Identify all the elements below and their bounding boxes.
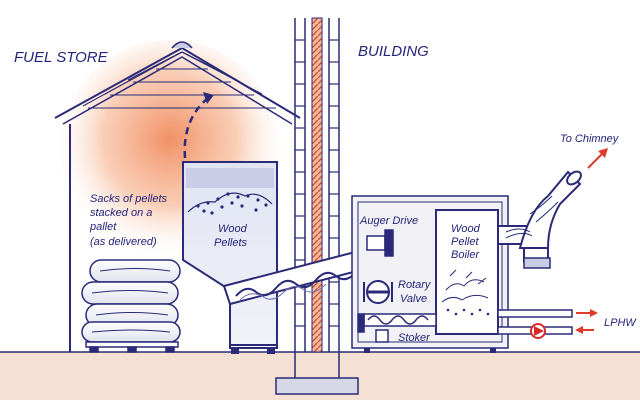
sack-creases [91, 268, 171, 333]
stoker-screw [357, 313, 437, 333]
wall-foundation [275, 352, 359, 395]
roof-shingles [88, 68, 276, 109]
auger-drive-motor [366, 229, 394, 257]
boiler-inner [357, 201, 503, 343]
pellet-sacks [81, 259, 181, 343]
hopper-label-2: Pellets [214, 237, 248, 249]
sacks-label-1: Sacks of pellets [90, 193, 168, 205]
rotary-valve-label-2: Valve [400, 293, 427, 305]
chimney-arrow-line [587, 151, 605, 169]
auger-screw-shade [239, 283, 327, 301]
boiler-flames [441, 269, 489, 303]
housing-legs [364, 348, 496, 353]
chimney-label: To Chimney [560, 133, 620, 145]
flue [497, 170, 582, 263]
pellet-dots [196, 192, 268, 215]
wall-rungs [295, 39, 339, 327]
sacks-label-3: pallet [89, 221, 117, 233]
building-label: BUILDING [358, 43, 429, 60]
flue-gas-lines [505, 195, 559, 239]
sacks-label-4: (as delivered) [90, 236, 157, 248]
fill-path-arrowhead [203, 92, 214, 104]
auger-drive-label: Auger Drive [359, 215, 418, 227]
lphw-arrowhead-out [590, 309, 598, 317]
stoker-box [375, 329, 389, 343]
rotary-valve [363, 280, 393, 304]
boiler-pellets [446, 308, 490, 316]
fill-path-arrow [183, 97, 209, 159]
hopper-shading [186, 168, 274, 188]
pump-triangle [534, 326, 544, 336]
fuel-store-label: FUEL STORE [14, 49, 109, 66]
lphw-label: LPHW [604, 317, 637, 329]
rotary-valve-label-1: Rotary [398, 279, 432, 291]
stoker-label: Stoker [398, 332, 431, 344]
pellet-pile [187, 192, 273, 213]
pellet-hopper [182, 161, 278, 346]
hopper-legs [229, 344, 278, 354]
chimney-arrowhead [598, 148, 608, 158]
boiler-label-3: Boiler [451, 249, 480, 261]
flue-base [523, 257, 551, 269]
central-wall [311, 17, 323, 353]
pallet [85, 341, 179, 353]
wall-frame [294, 18, 340, 352]
lphw-arrowhead-in [575, 326, 583, 334]
boiler-label-2: Pellet [451, 236, 479, 248]
fuel-store-roof [54, 41, 301, 352]
hopper-label-1: Wood [218, 223, 248, 235]
boiler-label-1: Wood [451, 223, 481, 235]
sacks-label-2: stacked on a [90, 207, 152, 219]
